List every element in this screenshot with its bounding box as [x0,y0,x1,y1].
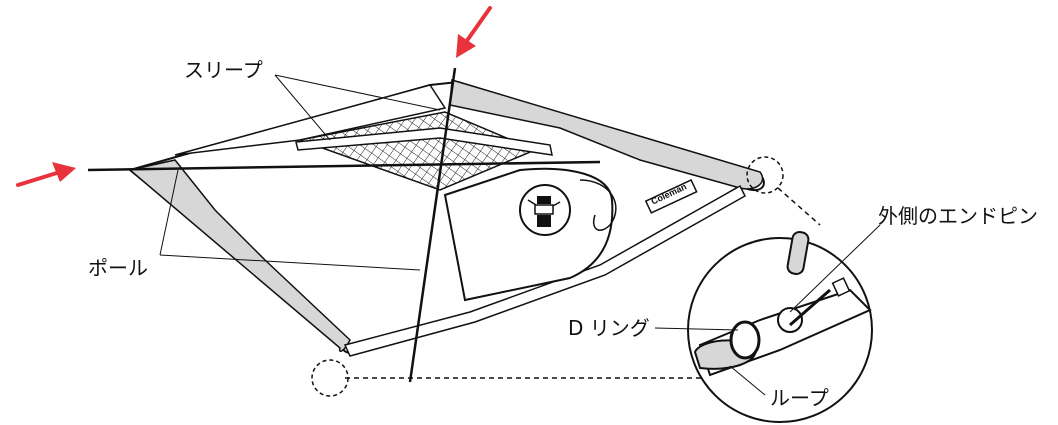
corner-highlight-left [311,359,349,397]
label-sleeve: スリープ [184,58,263,82]
corner-highlight-right [746,156,784,194]
detail-d-ring [729,320,761,360]
leader-end-pin [789,224,881,313]
label-pole: ポール [88,256,148,280]
door-panel [443,167,614,302]
pole-horizontal [87,160,601,172]
leader-sleeve-1 [274,74,441,111]
label-loop: ループ [770,386,829,410]
label-d-ring: D リング [568,316,650,340]
leader-loop [729,365,766,396]
detail-pole-tip [786,231,810,275]
detail-pin-head [777,307,803,333]
leader-pole-2 [159,254,421,271]
top-left-sleeve-band [174,84,447,156]
leader-sleeve-2 [274,74,331,141]
left-edge-band [128,159,351,353]
brand-badge [644,179,698,214]
red-arrow-icon [16,162,76,187]
leader-d-ring [654,327,739,331]
lantern-logo-icon [519,184,571,236]
top-right-edge-band [449,79,764,190]
detail-leader-top [777,187,821,226]
detail-buckle-slot [831,277,851,297]
bottom-edge-band [343,184,746,357]
label-outer-end-pin: 外側のエンドピン [878,204,1038,228]
door-flap [579,179,617,231]
leader-pole-1 [159,169,179,256]
sleeve-horizontal [295,127,553,156]
pole-vertical [408,67,457,383]
red-arrow-icon [456,6,492,58]
detail-pin [789,288,831,327]
